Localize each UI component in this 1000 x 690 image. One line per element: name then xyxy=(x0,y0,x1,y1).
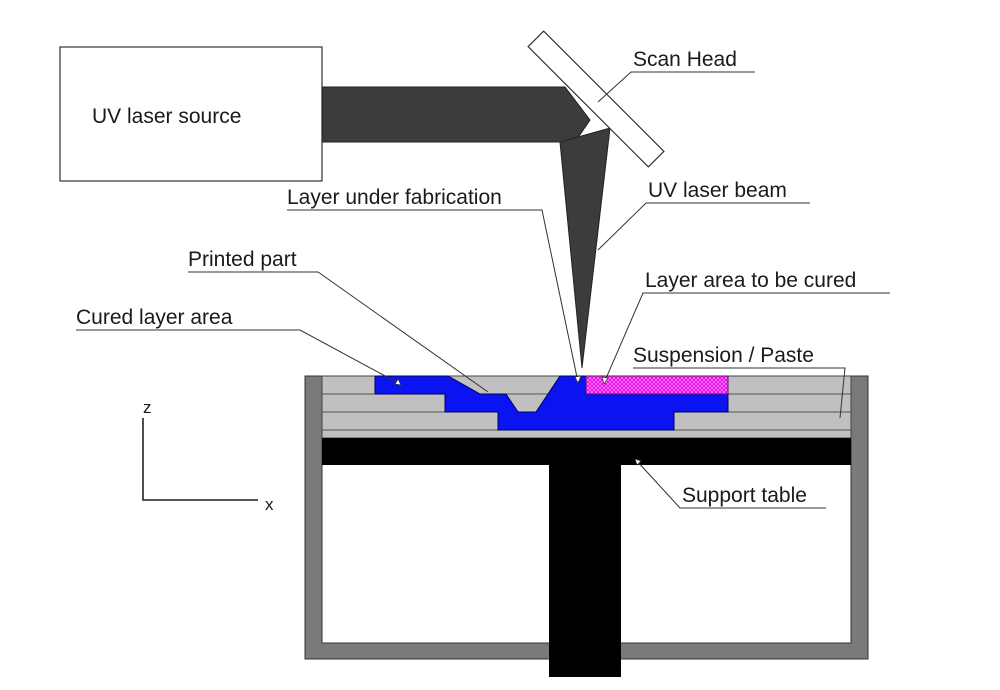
support-table-column xyxy=(549,465,621,677)
suspension-paste-label: Suspension / Paste xyxy=(633,344,814,367)
support-table-plate xyxy=(322,438,851,465)
laser-source: UV laser source xyxy=(59,46,323,182)
cured-layer-area-callout: Cured layer area xyxy=(76,306,402,386)
support-table-label: Support table xyxy=(682,484,807,507)
laser-beam-horizontal xyxy=(321,86,591,143)
support-table-leader xyxy=(635,459,826,509)
laser-source-label: UV laser source xyxy=(92,105,241,128)
axis-label-x: x xyxy=(265,495,274,514)
uv-laser-beam-leader xyxy=(597,202,810,251)
cured-layer-area-label: Cured layer area xyxy=(76,306,233,329)
layer-area-to-be-cured-callout: Layer area to be cured xyxy=(601,269,890,385)
printed-part-label: Printed part xyxy=(188,248,297,271)
uv-laser-beam-callout: UV laser beam xyxy=(597,179,810,251)
scan-head-label: Scan Head xyxy=(633,48,737,71)
layer-area-to-be-cured-label: Layer area to be cured xyxy=(645,269,856,292)
support-table xyxy=(322,438,851,677)
scan-head-mirror xyxy=(527,30,665,168)
axes: z x xyxy=(142,398,274,514)
printed-part-callout: Printed part xyxy=(188,248,489,393)
layer-under-fabrication-callout: Layer under fabrication xyxy=(287,186,582,384)
support-table-callout: Support table xyxy=(634,458,826,509)
layer-area-to-be-cured-arrow xyxy=(601,376,609,385)
printed-part-leader xyxy=(188,271,489,393)
scan-head-leader xyxy=(597,71,755,103)
cured-layer-area-leader xyxy=(76,329,401,385)
layer-under-fabrication-arrow xyxy=(574,375,582,384)
cured-layer-area-arrow xyxy=(394,378,402,386)
suspension-paste-leader xyxy=(633,367,846,419)
layer-under-fabrication-leader xyxy=(287,209,579,383)
layer-area-to-be-cured xyxy=(585,375,729,395)
scan-head-callout: Scan Head xyxy=(597,48,755,103)
uv-laser-beam-label: UV laser beam xyxy=(648,179,787,202)
axis-label-z: z xyxy=(143,398,152,417)
layer-area-to-be-cured-leader xyxy=(603,292,890,384)
layer-under-fabrication-label: Layer under fabrication xyxy=(287,186,502,209)
axis-lines xyxy=(142,418,258,501)
uv-laser-beam xyxy=(559,127,611,369)
support-table-arrow xyxy=(634,458,642,466)
suspension-paste-callout: Suspension / Paste xyxy=(633,344,846,419)
